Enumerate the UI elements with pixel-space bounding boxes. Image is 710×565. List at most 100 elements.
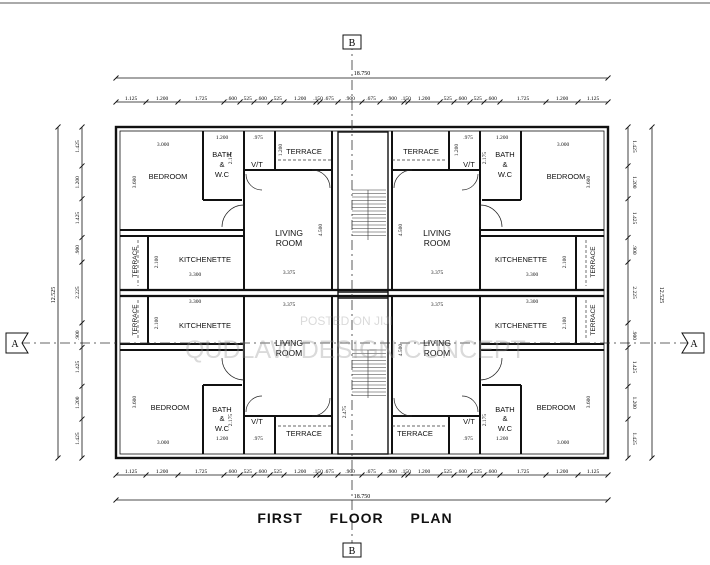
dimension-value: 1.200 <box>294 469 307 475</box>
dimension-value: .600 <box>487 96 497 102</box>
dimension-value: .675 <box>366 96 376 102</box>
dim-living-d-tl: 4.500 <box>318 224 324 237</box>
dimension-value: .600 <box>227 469 237 475</box>
dimension-tick <box>437 99 443 105</box>
dimension-tick <box>467 472 473 478</box>
dimension-value: 1.200 <box>556 96 569 102</box>
dimension-value: .525 <box>472 469 482 475</box>
dimension-value: .525 <box>272 469 282 475</box>
dimension-value: 1.200 <box>294 96 307 102</box>
section-marker-left: A <box>5 332 29 354</box>
dimension-tick <box>79 163 85 169</box>
dimension-tick <box>221 99 227 105</box>
terrace-label-bl: TERRACE <box>286 429 322 438</box>
dimension-tick <box>79 383 85 390</box>
dimension-tick <box>377 472 383 478</box>
dimension-tick <box>625 344 631 351</box>
dimension-value: 1.200 <box>75 396 81 409</box>
bath-label-tr-3: W.C <box>498 170 513 179</box>
bath-label-br-2: & <box>502 414 507 423</box>
dimension-tick <box>55 124 61 130</box>
bath-label-tl-1: BATH <box>212 150 231 159</box>
dimension-tick <box>437 472 443 478</box>
dim-bath-w-bl: 1.200 <box>216 436 229 442</box>
bath-label-tl-2: & <box>219 160 224 169</box>
kitchenette-label-bl: KITCHENETTE <box>179 321 231 330</box>
dimension-tick <box>649 124 655 130</box>
dimension-tick <box>625 195 631 202</box>
dimension-tick <box>221 472 227 478</box>
dimension-tick <box>605 99 611 105</box>
dimension-tick <box>451 472 457 478</box>
dimension-tick <box>281 99 287 105</box>
overall-height-right: 12.525 <box>658 287 664 304</box>
dimension-tick <box>497 99 503 105</box>
dimension-value: .900 <box>387 469 397 475</box>
dimension-tick <box>237 99 243 105</box>
dim-bedroom-d-br: 3.600 <box>586 396 592 409</box>
dimension-value: 1.200 <box>75 176 81 189</box>
section-marker-bottom: B <box>342 542 362 558</box>
dim-terr-d-tr: 1.200 <box>454 144 460 157</box>
dimension-value: .150 <box>401 96 411 102</box>
dimension-value: 1.125 <box>125 96 138 102</box>
dimension-value: .675 <box>366 469 376 475</box>
dim-living-d-br: 4.500 <box>398 344 404 357</box>
dimension-value: .150 <box>313 469 323 475</box>
dimension-value: .600 <box>257 96 267 102</box>
dimension-tick <box>543 99 549 105</box>
dimension-tick <box>79 259 85 265</box>
stair-treads-upper <box>352 189 386 240</box>
dimension-value: 1.200 <box>156 469 169 475</box>
dimension-tick <box>267 99 273 105</box>
dimension-value: 1.200 <box>556 469 569 475</box>
section-marker-top: B <box>342 34 362 50</box>
bedroom-label-bl: BEDROOM <box>151 403 190 412</box>
dimension-value: 1.200 <box>418 96 431 102</box>
dimension-tick <box>625 320 631 326</box>
dimension-tick <box>113 497 119 503</box>
dimension-ticks <box>55 75 655 503</box>
dimension-value: .900 <box>631 330 637 340</box>
dimension-tick <box>543 472 549 478</box>
dimension-tick <box>497 472 503 478</box>
dim-bedroom-w-br: 3.000 <box>557 440 570 446</box>
dimension-value: 1.425 <box>631 212 637 225</box>
dimension-value: 1.125 <box>587 469 600 475</box>
vt-label-bl: V/T <box>251 417 263 426</box>
dimension-tick <box>143 99 149 105</box>
dimension-tick <box>313 472 319 478</box>
dim-bath-d-tl: 2.175 <box>228 152 234 165</box>
dimension-value: 1.125 <box>587 96 600 102</box>
dim-kitch-w-tr: 3.300 <box>526 272 539 278</box>
dim-bath-d-bl: 2.175 <box>228 414 234 427</box>
kitchenette-label-br: KITCHENETTE <box>495 321 547 330</box>
bath-label-bl-1: BATH <box>212 405 231 414</box>
dimension-tick <box>467 99 473 105</box>
terrace-label-tl: TERRACE <box>286 147 322 156</box>
dimension-value: 1.425 <box>75 432 81 445</box>
dimension-tick <box>359 472 365 478</box>
dimension-tick <box>625 383 631 390</box>
dimension-value: .600 <box>457 469 467 475</box>
svg-text:A: A <box>690 339 698 350</box>
dimension-tick <box>113 472 119 478</box>
dimension-tick <box>625 416 631 422</box>
dimension-value: 1.425 <box>631 361 637 374</box>
dimension-tick <box>55 455 61 461</box>
dimension-tick <box>175 472 181 478</box>
dim-living-w-tr: 3.375 <box>431 270 444 276</box>
bedroom-label-br: BEDROOM <box>537 403 576 412</box>
kitchenette-label-tr: KITCHENETTE <box>495 255 547 264</box>
dimension-value: .675 <box>324 96 334 102</box>
dimension-value: 1.200 <box>631 397 637 410</box>
overall-height-left: 12.525 <box>51 287 57 304</box>
dimension-tick <box>625 259 631 265</box>
dimension-tick <box>237 472 243 478</box>
dimension-value: .675 <box>324 469 334 475</box>
dimension-value: 1.725 <box>517 96 530 102</box>
living-label-br-2: ROOM <box>424 348 450 358</box>
bedroom-label-tr: BEDROOM <box>547 172 586 181</box>
dimension-value: 1.200 <box>418 469 431 475</box>
